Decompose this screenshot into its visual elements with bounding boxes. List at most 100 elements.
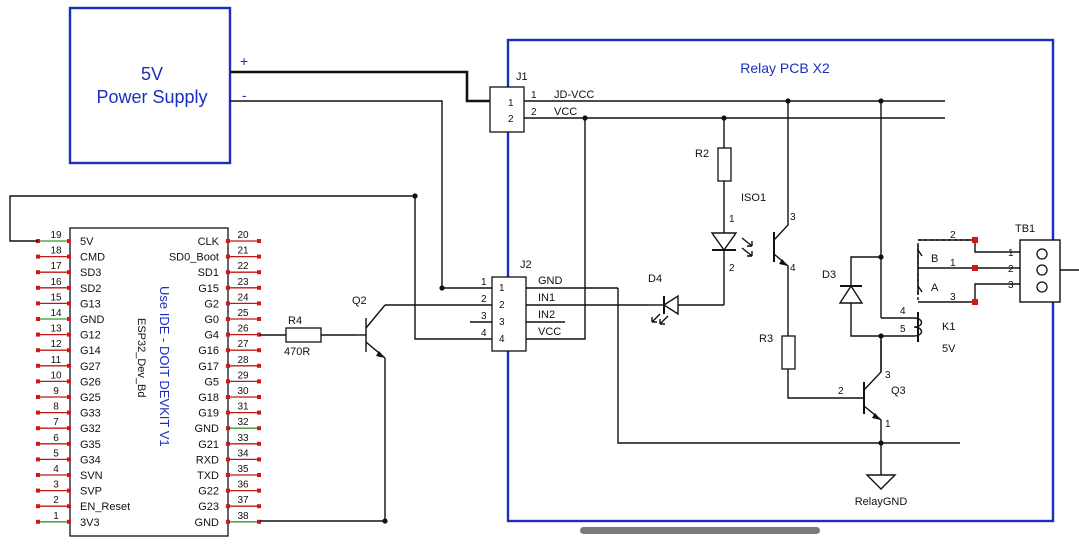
k1-pin4: 4 [900, 306, 906, 317]
j2-net-in1: IN1 [538, 292, 555, 304]
k1-contact-b: B [931, 253, 938, 265]
esp32-pin-number: 29 [237, 370, 249, 381]
wire-j2-vcc-to-rail [526, 118, 586, 340]
esp32-pin-number: 19 [50, 230, 62, 241]
wire-r3-to-q3 [787, 369, 864, 399]
esp32-note: Use IDE - DOIT DEVKIT V1 [157, 286, 172, 447]
j2-net-gnd: GND [538, 275, 563, 287]
iso1-pin4: 4 [790, 263, 796, 274]
j2-net-in2: IN2 [538, 309, 555, 321]
j1-pin1-sig: 1 [531, 90, 537, 101]
esp32-pin-number: 20 [237, 230, 249, 241]
j2-pin2-num: 2 [481, 294, 487, 305]
esp32-pin-number: 22 [237, 261, 249, 272]
esp32-pin-label: G0 [204, 314, 219, 326]
esp32-pin-number: 34 [237, 448, 249, 459]
esp32-pin-number: 32 [237, 417, 249, 428]
d3-ref: D3 [822, 269, 836, 281]
junction-vcc [582, 115, 588, 121]
iso1-pin2: 2 [729, 263, 735, 274]
resistor-r2: R2 [695, 147, 732, 182]
diode-d3: D3 [822, 269, 864, 304]
esp32-pin-label: 3V3 [80, 517, 100, 529]
tb1-pin1: 1 [1008, 248, 1014, 259]
q3-pin2: 2 [838, 386, 844, 397]
esp32-pin-label: G35 [80, 439, 101, 451]
esp32-pin-number: 31 [237, 402, 249, 413]
esp32-pin-label: G5 [204, 376, 219, 388]
d4-ref: D4 [648, 273, 662, 285]
esp32-pin-label: G18 [198, 392, 219, 404]
iso1-pin1: 1 [729, 214, 735, 225]
j1-net-jdvcc: JD-VCC [554, 89, 594, 101]
esp32-pin-number: 11 [51, 355, 62, 366]
esp32-pin-label: SD1 [198, 267, 219, 279]
r2-ref: R2 [695, 148, 709, 160]
j2-net-vcc: VCC [538, 326, 561, 338]
esp32-pin-number: 26 [237, 324, 249, 335]
j1-ref: J1 [516, 71, 528, 83]
power-plus-label: + [240, 53, 248, 69]
esp32-pin-number: 16 [50, 277, 62, 288]
esp32-pin-label: RXD [196, 454, 219, 466]
esp32-pin-label: G33 [80, 408, 101, 420]
esp32-pin-left: 2EN_Reset [36, 495, 130, 513]
relay-gnd-label: RelayGND [855, 496, 908, 508]
esp32-pin-label: G19 [198, 408, 219, 420]
esp32-pin-label: CLK [198, 236, 220, 248]
horizontal-scrollbar[interactable] [580, 527, 820, 534]
esp32-pin-number: 18 [50, 246, 62, 257]
wire-esp-5v-to-vcc [9, 195, 470, 340]
esp32-pin-number: 12 [50, 339, 62, 350]
connector-j2: J2 1 2 3 4 1 2 3 4 GND IN1 IN2 VCC [481, 259, 563, 352]
transistor-q2: Q2 [352, 295, 386, 359]
esp32-pin-label: G27 [80, 361, 101, 373]
esp32-pin-number: 1 [53, 511, 59, 522]
esp32-pin-label: SD3 [80, 267, 101, 279]
esp32-pin-number: 10 [50, 370, 62, 381]
tb1-pin2: 2 [1008, 264, 1014, 275]
esp32-pin-number: 37 [237, 495, 249, 506]
esp32-pin-label: SVN [80, 470, 103, 482]
j2-pin4-num: 4 [481, 328, 487, 339]
esp32-pin-label: G12 [80, 330, 101, 342]
resistor-r3: R3 [759, 333, 796, 370]
junction-esp-gnd [382, 518, 388, 524]
k1-contact-pin1: 1 [950, 258, 956, 269]
k1-contact-pin2: 2 [950, 230, 956, 241]
junction-5v [412, 193, 418, 199]
relay-board-title: Relay PCB X2 [740, 60, 830, 76]
wire-relay-gnd-bus [617, 288, 960, 444]
j1-pin2-num: 2 [508, 114, 514, 125]
esp32-pin-label: SD0_Boot [169, 252, 219, 264]
esp32-pin-label: G26 [80, 376, 101, 388]
esp32-pin-number: 15 [50, 292, 62, 303]
esp32-pin-number: 36 [237, 480, 249, 491]
r4-value: 470R [284, 346, 310, 358]
resistor-r4: R4 470R [260, 315, 356, 358]
junction-gnd [439, 285, 445, 291]
connector-j1: J1 1 2 1 2 JD-VCC VCC [489, 71, 594, 133]
terminal-block-tb1: TB1 1 2 3 [1003, 223, 1079, 303]
esp32-pin-label: G21 [198, 439, 219, 451]
esp32-pin-label: G22 [198, 486, 219, 498]
esp32-pin-label: G16 [198, 345, 219, 357]
j2-pin1-num: 1 [481, 277, 487, 288]
